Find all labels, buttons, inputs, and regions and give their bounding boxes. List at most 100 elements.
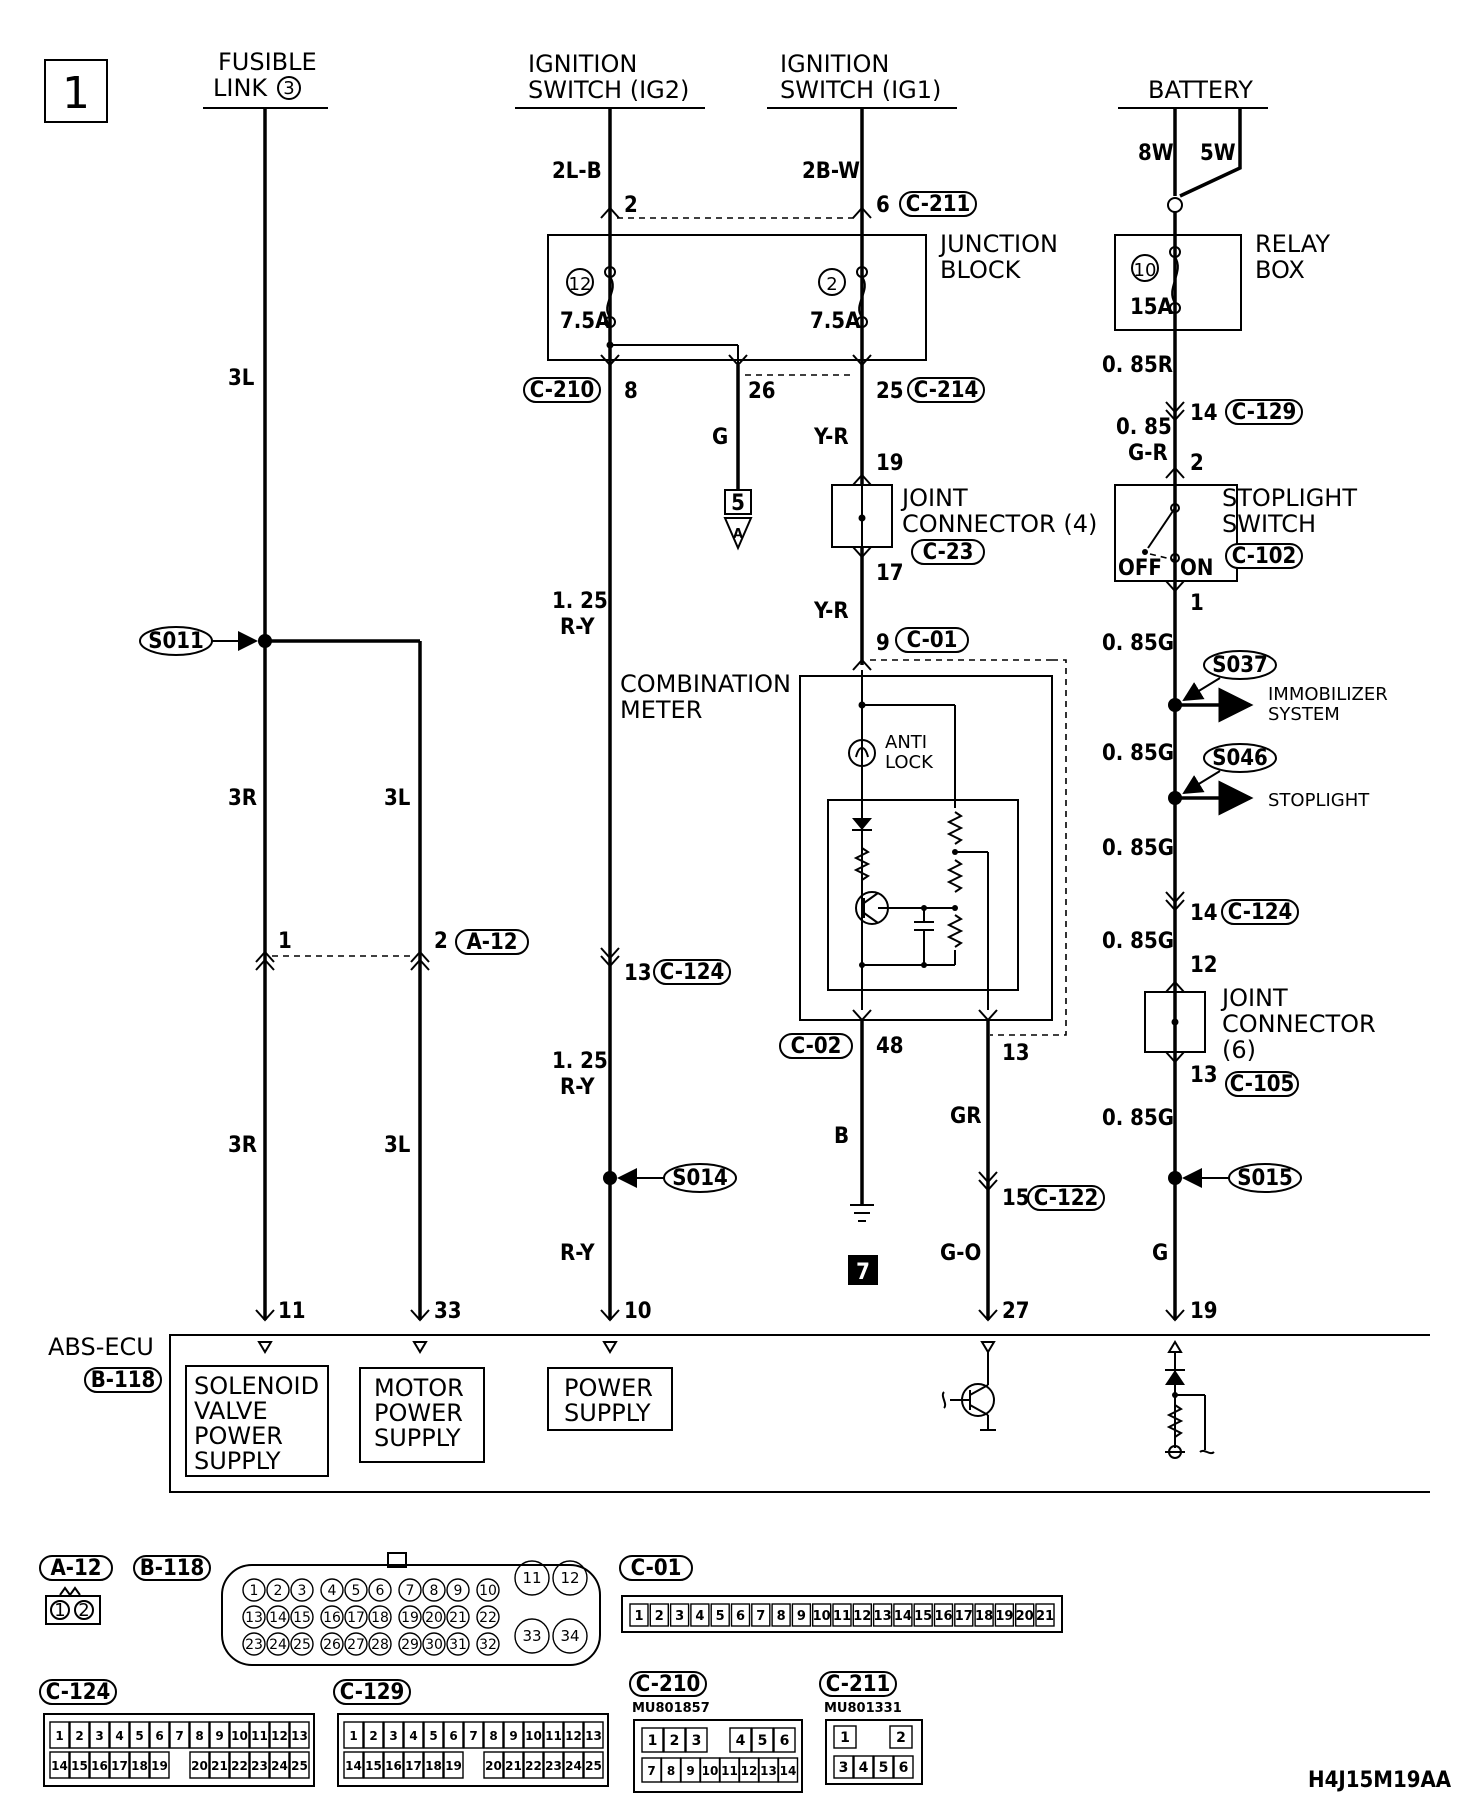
abs-ecu-pins: 11 33 10 27 19: [255, 1299, 1218, 1324]
svg-text:17: 17: [876, 561, 904, 586]
joint-connector-6: JOINT CONNECTOR (6) 13 C-105 0. 85G S015…: [1102, 980, 1376, 1266]
svg-text:S011: S011: [148, 629, 204, 654]
svg-text:22: 22: [525, 1759, 542, 1773]
svg-text:R-Y: R-Y: [560, 1241, 595, 1266]
svg-text:11: 11: [721, 1764, 738, 1778]
wire-meter-ground: 48 C-02 B 7: [779, 1009, 904, 1285]
svg-text:2: 2: [1190, 451, 1204, 476]
svg-text:5: 5: [352, 1583, 361, 1599]
svg-text:13: 13: [874, 1609, 892, 1624]
svg-text:20: 20: [191, 1759, 208, 1773]
connector-c210-label: C-210: [523, 377, 601, 403]
svg-text:7: 7: [756, 1609, 765, 1624]
wire-label-3L: 3L: [228, 366, 255, 391]
svg-text:LOCK: LOCK: [885, 752, 934, 773]
svg-text:(6): (6): [1222, 1036, 1256, 1064]
svg-text:STOPLIGHT: STOPLIGHT: [1268, 790, 1370, 811]
svg-text:9: 9: [509, 1729, 517, 1743]
svg-text:VALVE: VALVE: [194, 1397, 268, 1425]
svg-text:14: 14: [1190, 401, 1218, 426]
svg-text:11: 11: [278, 1299, 306, 1324]
svg-text:6: 6: [736, 1609, 745, 1624]
svg-text:B-118: B-118: [91, 1368, 156, 1393]
svg-text:2: 2: [434, 929, 448, 954]
svg-text:19: 19: [1190, 1299, 1218, 1324]
svg-text:SWITCH: SWITCH: [1222, 510, 1316, 538]
svg-text:MOTOR: MOTOR: [374, 1374, 464, 1402]
svg-text:14: 14: [269, 1610, 287, 1626]
svg-text:1: 1: [349, 1729, 357, 1743]
svg-text:POWER: POWER: [374, 1399, 463, 1427]
svg-text:SYSTEM: SYSTEM: [1268, 704, 1340, 725]
svg-text:3: 3: [675, 1609, 684, 1624]
svg-text:24: 24: [271, 1759, 288, 1773]
svg-text:10: 10: [525, 1729, 542, 1743]
svg-text:2: 2: [369, 1729, 377, 1743]
svg-text:ABS-ECU: ABS-ECU: [48, 1333, 154, 1361]
svg-text:8: 8: [667, 1764, 675, 1778]
svg-text:1: 1: [1190, 591, 1204, 616]
svg-text:8: 8: [195, 1729, 203, 1743]
svg-text:17: 17: [347, 1610, 365, 1626]
connector-c214-label: C-214: [745, 374, 985, 403]
svg-text:IMMOBILIZER: IMMOBILIZER: [1268, 684, 1388, 705]
svg-text:POWER: POWER: [564, 1374, 653, 1402]
svg-text:SUPPLY: SUPPLY: [564, 1399, 651, 1427]
svg-text:ANTI: ANTI: [885, 732, 927, 753]
svg-text:19: 19: [445, 1759, 462, 1773]
svg-text:S014: S014: [672, 1166, 728, 1191]
svg-text:30: 30: [425, 1637, 443, 1653]
svg-text:27: 27: [1002, 1299, 1030, 1324]
splice-s011: S011: [139, 626, 258, 656]
svg-text:19: 19: [401, 1610, 419, 1626]
svg-text:COMBINATION: COMBINATION: [620, 670, 791, 698]
svg-text:13: 13: [624, 961, 652, 986]
svg-text:C-211: C-211: [826, 1672, 891, 1697]
svg-text:12: 12: [853, 1609, 871, 1624]
wire-meter-gr: 13 GR 15 C-122 G-O: [940, 1009, 1105, 1320]
svg-text:16: 16: [385, 1759, 402, 1773]
svg-text:C-129: C-129: [340, 1680, 405, 1705]
svg-text:CONNECTOR: CONNECTOR: [1222, 1010, 1376, 1038]
svg-text:5: 5: [716, 1609, 725, 1624]
svg-text:3R: 3R: [228, 1133, 257, 1158]
joint-connector-4: JOINT CONNECTOR (4) 17 C-23 Y-R 9 C-01: [813, 473, 1097, 665]
relay-box: 10 15A RELAY BOX: [1114, 230, 1330, 331]
svg-text:17: 17: [111, 1759, 128, 1773]
svg-text:18: 18: [371, 1610, 389, 1626]
source-battery: BATTERY: [1118, 76, 1268, 109]
svg-text:6: 6: [155, 1729, 163, 1743]
svg-text:21: 21: [211, 1759, 228, 1773]
svg-text:3: 3: [298, 1583, 307, 1599]
svg-text:17: 17: [405, 1759, 422, 1773]
svg-text:6: 6: [449, 1729, 457, 1743]
svg-text:R-Y: R-Y: [560, 615, 595, 640]
svg-text:C-01: C-01: [631, 1556, 682, 1581]
svg-text:C-214: C-214: [914, 378, 979, 403]
svg-text:STOPLIGHT: STOPLIGHT: [1222, 484, 1357, 512]
svg-text:POWER: POWER: [194, 1422, 283, 1450]
svg-text:0. 85R: 0. 85R: [1102, 353, 1173, 378]
svg-text:23: 23: [545, 1759, 562, 1773]
svg-text:SWITCH (IG1): SWITCH (IG1): [780, 76, 941, 104]
svg-text:13: 13: [1190, 1063, 1218, 1088]
svg-text:2: 2: [624, 193, 638, 218]
stoplight-switch: OFF ON STOPLIGHT SWITCH C-102 1: [1114, 484, 1357, 616]
svg-text:G: G: [712, 425, 728, 450]
svg-text:12: 12: [1190, 953, 1218, 978]
svg-text:C-129: C-129: [1232, 400, 1297, 425]
svg-text:1: 1: [55, 1729, 63, 1743]
svg-text:23: 23: [251, 1759, 268, 1773]
svg-text:1: 1: [250, 1583, 259, 1599]
svg-text:9: 9: [876, 631, 890, 656]
svg-text:17: 17: [955, 1609, 973, 1624]
svg-text:26: 26: [748, 379, 776, 404]
ref-A: A: [733, 527, 743, 542]
svg-text:10: 10: [479, 1583, 497, 1599]
svg-text:C-02: C-02: [791, 1034, 842, 1059]
svg-text:26: 26: [323, 1637, 341, 1653]
